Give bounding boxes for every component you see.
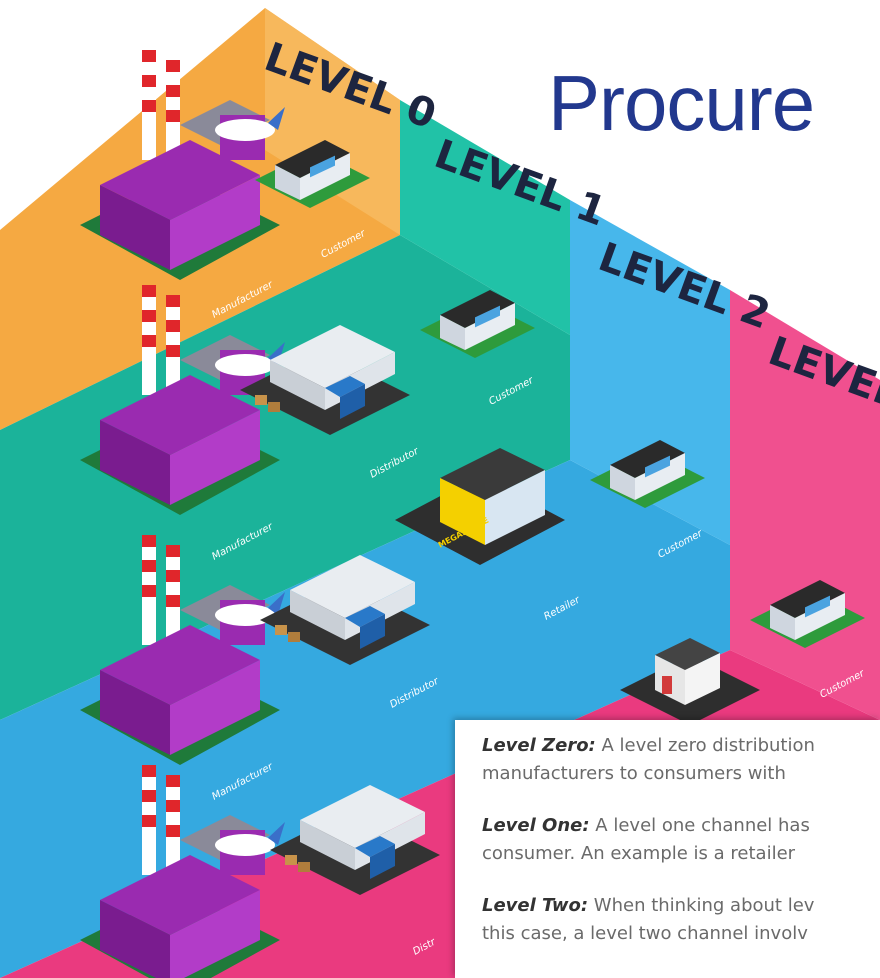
text-level-one-2: consumer. An example is a retailer [482,843,796,864]
paragraph-level-zero: Level Zero: A level zero distribution ma… [482,732,815,788]
description-panel: Level Zero: A level zero distribution ma… [455,720,880,978]
level-1-wall [400,100,570,335]
megastore-icon: MEGASTORE [395,448,565,565]
level-2-wall [570,200,730,545]
label-level-one: Level One: [482,815,590,836]
text-level-zero-1: A level zero distribution [595,735,815,756]
paragraph-level-one: Level One: A level one channel has consu… [482,812,810,868]
text-level-two-1: When thinking about lev [588,895,815,916]
label-level-two: Level Two: [482,895,589,916]
level-2-band [0,460,730,978]
text-level-zero-2: manufacturers to consumers with [482,763,786,784]
text-level-one-1: A level one channel has [589,815,810,836]
warehouse-icon [620,638,760,725]
label-level-zero: Level Zero: [482,735,596,756]
text-level-two-2: this case, a level two channel involv [482,923,808,944]
paragraph-level-two: Level Two: When thinking about lev this … [482,892,814,948]
page-title: Procure [548,59,815,147]
